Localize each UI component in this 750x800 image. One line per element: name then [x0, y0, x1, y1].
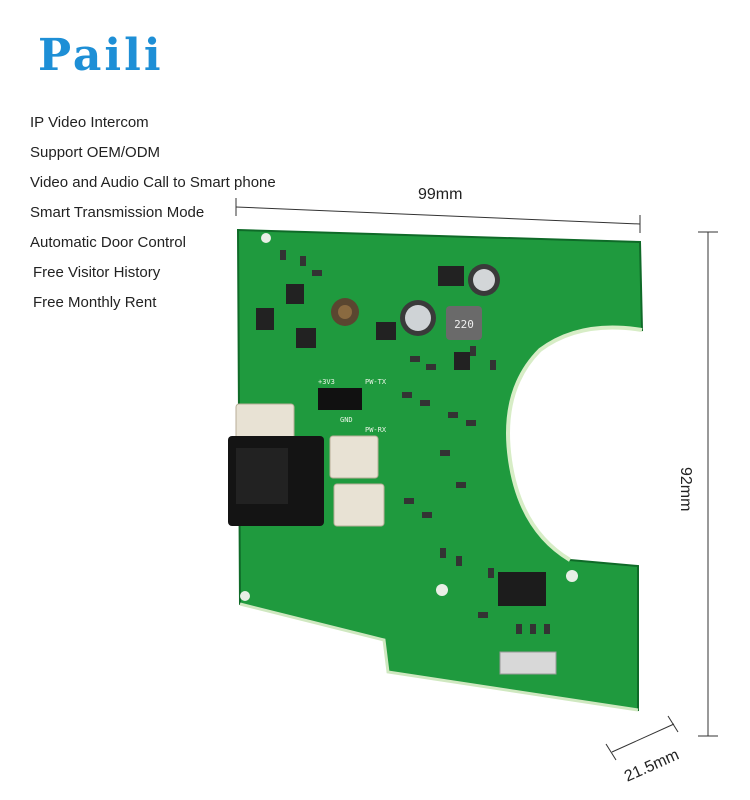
silkscreen-rxd: PW-RX	[365, 426, 387, 434]
silkscreen-3v3: +3V3	[318, 378, 335, 386]
jst-connector	[329, 435, 379, 479]
feature-item: Video and Audio Call to Smart phone	[30, 174, 276, 191]
feature-item: Smart Transmission Mode	[30, 204, 205, 221]
mount-hole	[240, 591, 250, 601]
jst-connector	[235, 403, 295, 441]
jst-connector	[333, 483, 385, 527]
feature-item: Free Visitor History	[33, 264, 161, 281]
feature-list: IP Video Intercom Support OEM/ODM Video …	[30, 112, 276, 322]
inductor-marking: 220	[454, 318, 474, 331]
ic-chip	[296, 328, 316, 348]
ic-chip	[498, 572, 546, 606]
ic-chip	[256, 308, 274, 330]
ffc-connector	[499, 651, 557, 675]
feature-item: IP Video Intercom	[30, 114, 149, 131]
mount-hole	[566, 570, 578, 582]
brand-logo: Paili	[38, 30, 164, 81]
capacitor-top	[473, 269, 495, 291]
mount-hole	[436, 584, 448, 596]
capacitor-top	[405, 305, 431, 331]
ic-chip	[286, 284, 304, 304]
width-dimension-label: 99mm	[418, 186, 463, 203]
inductor-core	[338, 305, 352, 319]
rj45-port	[236, 448, 288, 504]
height-dimension-label: 92mm	[677, 467, 694, 512]
pcb-edge	[239, 602, 639, 712]
inductor	[446, 306, 482, 340]
mount-hole	[261, 233, 271, 243]
feature-item: Free Monthly Rent	[33, 294, 157, 311]
ic-chip	[438, 266, 464, 286]
ic-chip	[454, 352, 470, 370]
feature-item: Automatic Door Control	[30, 234, 186, 251]
pin-header	[318, 388, 362, 410]
silkscreen-gnd: GND	[340, 416, 353, 424]
pcb-cutout-edge	[506, 325, 643, 562]
silkscreen-txd: PW-TX	[365, 378, 387, 386]
feature-item: Support OEM/ODM	[30, 144, 161, 161]
ic-chip	[376, 322, 396, 340]
dimension-lines	[235, 198, 718, 761]
smd-components	[280, 250, 550, 634]
